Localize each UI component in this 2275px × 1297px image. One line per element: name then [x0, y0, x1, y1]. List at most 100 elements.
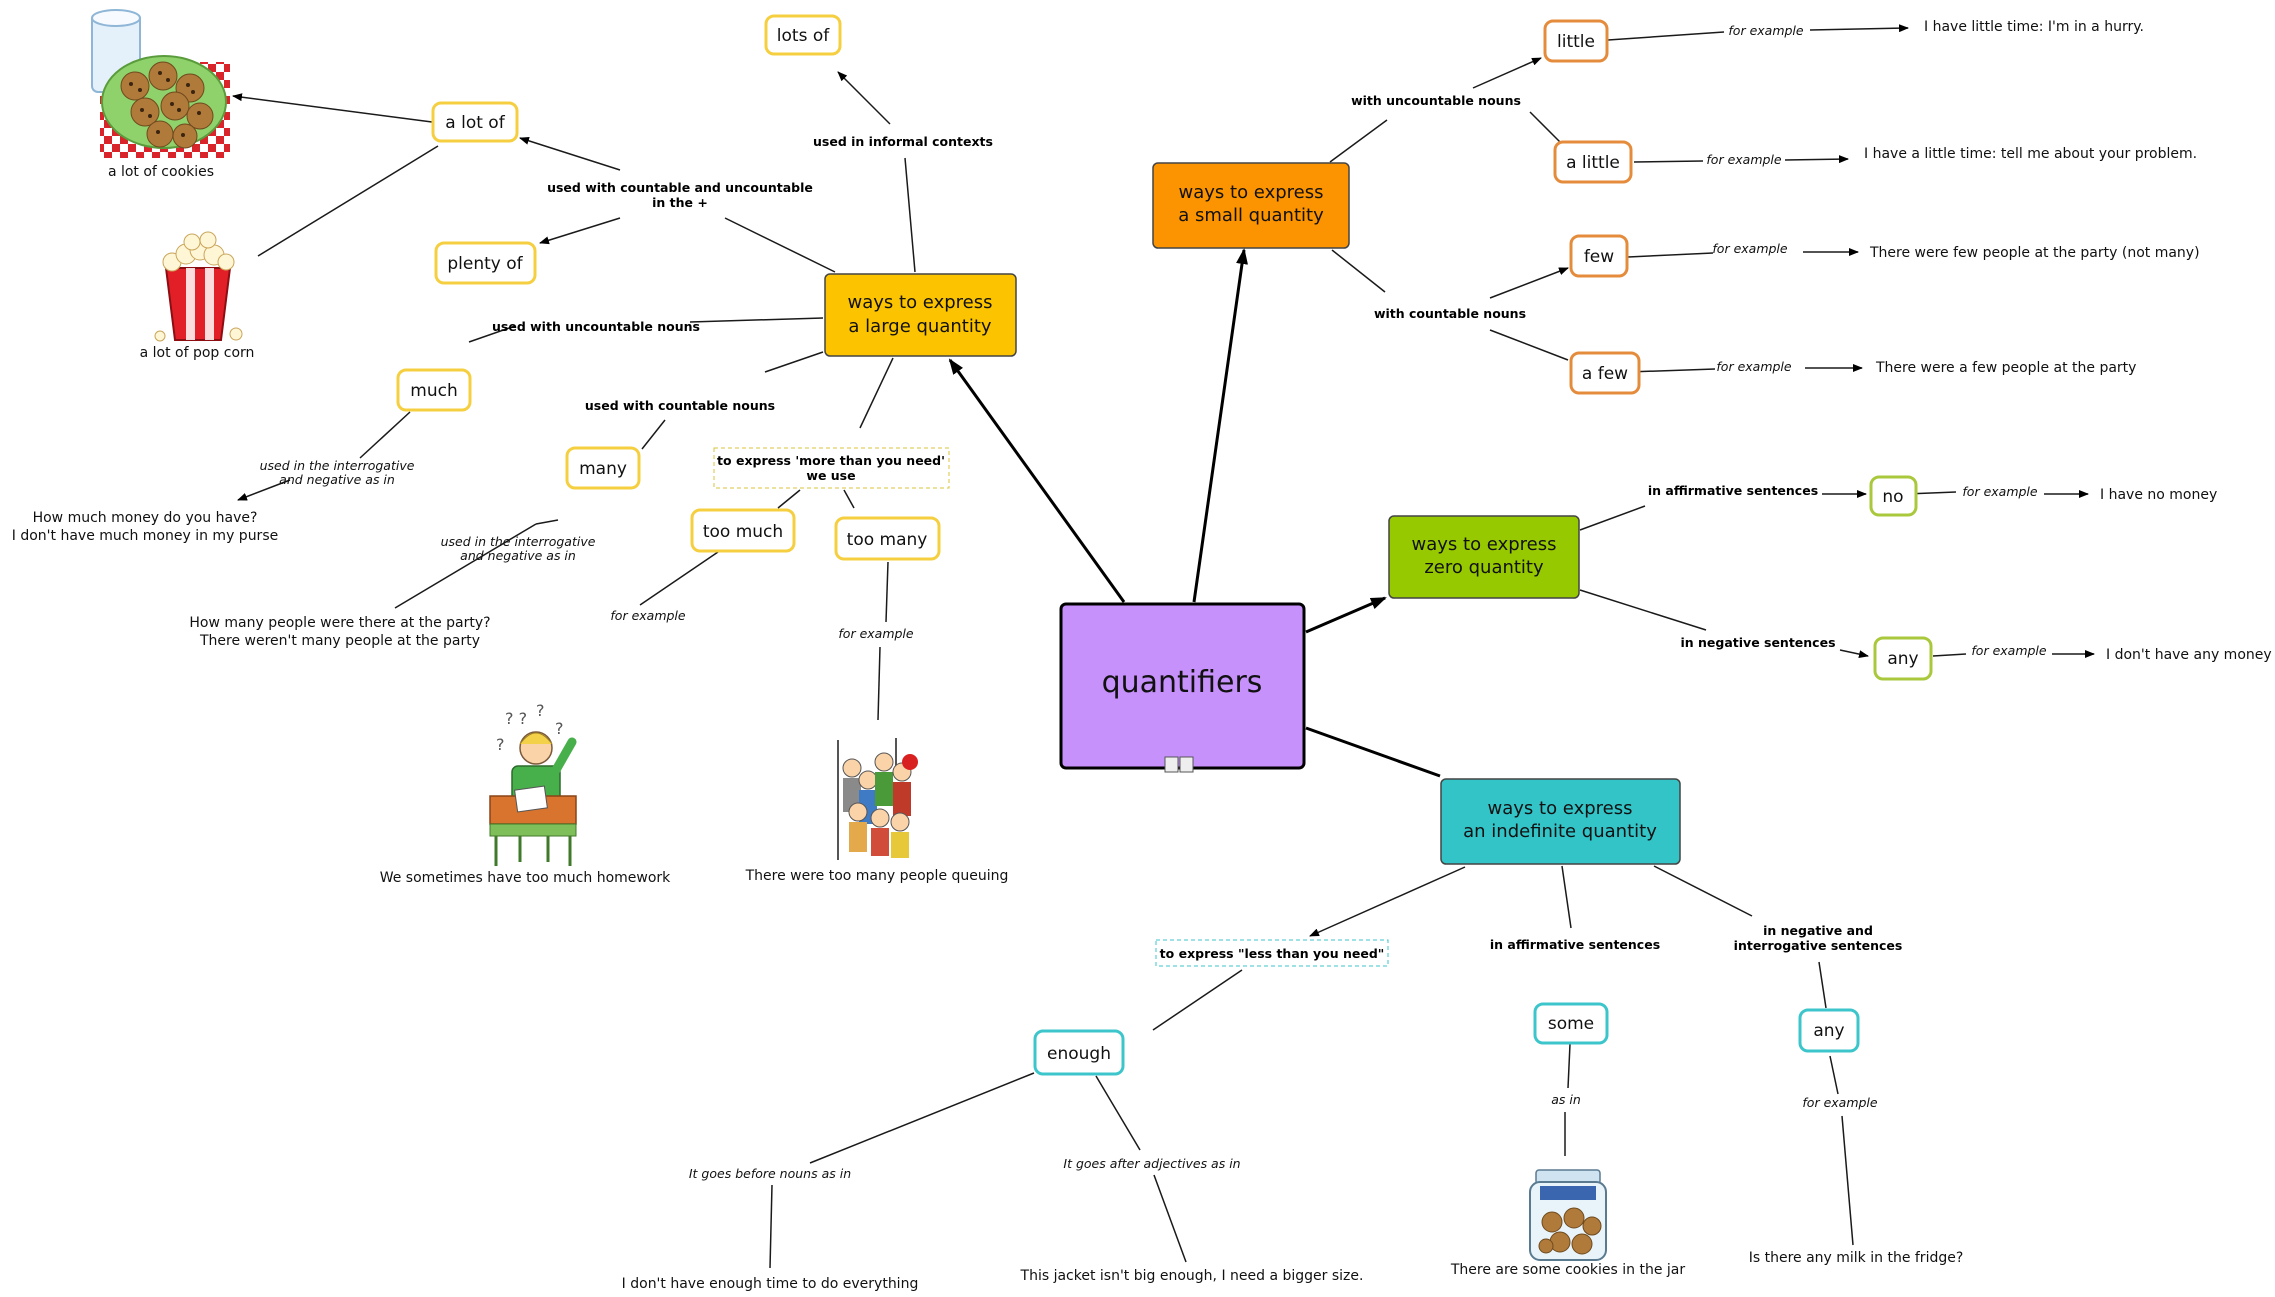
node-lots-of[interactable]: lots of [764, 14, 842, 56]
node-some[interactable]: some [1533, 1002, 1609, 1045]
branch-small-line1: ways to express [1179, 182, 1324, 203]
node-no-label: no [1882, 487, 1903, 507]
node-a-little-label: a little [1566, 153, 1620, 173]
label-for-example-too-much: for example [610, 608, 685, 623]
label-for-example-too-many: for example [838, 626, 913, 641]
label-countable-uncountable-1: used with countable and uncountable [547, 180, 813, 195]
sentence-cookies: a lot of cookies [108, 164, 214, 180]
node-many-label: many [579, 459, 627, 479]
svg-text:?: ? [496, 735, 505, 754]
node-little-label: little [1557, 32, 1595, 52]
branch-zero-quantity[interactable]: ways to express zero quantity [1388, 515, 1580, 599]
node-any-zero[interactable]: any [1873, 636, 1933, 681]
label-with-countable-small: with countable nouns [1374, 306, 1526, 321]
sentence-few: There were few people at the party (not … [1869, 245, 2200, 261]
sentence-enough-before: I don't have enough time to do everythin… [622, 1276, 919, 1292]
sentence-much-2: I don't have much money in my purse [12, 528, 278, 544]
queuing-people-illustration [837, 738, 918, 860]
node-many[interactable]: many [565, 446, 641, 490]
node-much[interactable]: much [396, 368, 472, 412]
svg-text:?: ? [555, 719, 564, 738]
node-a-lot-of-label: a lot of [445, 113, 505, 133]
node-few[interactable]: few [1569, 234, 1629, 278]
label-indef-negative-1: in negative and [1763, 923, 1873, 938]
label-interrog-many-2: and negative as in [460, 548, 576, 563]
sentence-little: I have little time: I'm in a hurry. [1924, 19, 2144, 35]
label-for-example-a-few: for example [1716, 359, 1791, 374]
branch-indefinite-line1: ways to express [1488, 798, 1633, 819]
node-too-many-label: too many [847, 530, 928, 550]
node-enough[interactable]: enough [1033, 1029, 1125, 1076]
label-for-example-any-zero: for example [1971, 643, 2046, 658]
label-in-negative-zero: in negative sentences [1680, 635, 1835, 650]
branch-large-line2: a large quantity [848, 316, 991, 337]
node-any-indefinite[interactable]: any [1798, 1008, 1860, 1053]
sentence-any-zero: I don't have any money [2106, 647, 2272, 663]
popcorn-illustration [154, 231, 243, 342]
label-with-countable-large: used with countable nouns [585, 398, 775, 413]
node-any-indefinite-label: any [1813, 1021, 1844, 1041]
sentence-homework: We sometimes have too much homework [380, 870, 671, 886]
center-node[interactable]: quantifiers [1059, 602, 1306, 773]
label-informal: used in informal contexts [813, 134, 993, 149]
confused-student-illustration: ? ? ? ? ? [489, 701, 577, 866]
connector-lines [232, 24, 2095, 1269]
node-some-label: some [1548, 1014, 1594, 1034]
example-sentences: a lot of cookies a lot of pop corn How m… [12, 19, 2272, 1292]
node-a-little[interactable]: a little [1553, 140, 1633, 184]
node-little[interactable]: little [1543, 19, 1609, 63]
branch-small-line2: a small quantity [1178, 205, 1324, 226]
cookies-illustration [91, 9, 230, 158]
label-countable-uncountable-2: in the + [652, 195, 708, 210]
node-a-few-label: a few [1582, 364, 1628, 384]
label-for-example-a-little: for example [1706, 152, 1781, 167]
sentence-popcorn: a lot of pop corn [140, 345, 255, 361]
label-more-than-2: we use [806, 468, 855, 483]
sentence-no: I have no money [2100, 487, 2217, 503]
node-any-zero-label: any [1887, 649, 1918, 669]
node-a-lot-of[interactable]: a lot of [431, 101, 519, 143]
node-too-many[interactable]: too many [834, 516, 941, 561]
branch-indefinite-quantity[interactable]: ways to express an indefinite quantity [1440, 778, 1681, 865]
label-before-nouns: It goes before nouns as in [689, 1166, 851, 1181]
node-a-few[interactable]: a few [1569, 351, 1641, 395]
label-more-than-1: to express 'more than you need' [717, 453, 945, 468]
sentence-some: There are some cookies in the jar [1450, 1262, 1685, 1278]
less-than-you-need-box [1155, 939, 1389, 967]
label-interrog-much-2: and negative as in [279, 472, 395, 487]
label-for-example-little: for example [1728, 23, 1803, 38]
branch-indefinite-line2: an indefinite quantity [1463, 821, 1657, 842]
sentence-many-1: How many people were there at the party? [189, 615, 490, 631]
branch-zero-line1: ways to express [1412, 534, 1557, 555]
branch-large-quantity[interactable]: ways to express a large quantity [824, 273, 1017, 357]
label-in-affirmative-zero: in affirmative sentences [1648, 483, 1818, 498]
sentence-any-indefinite: Is there any milk in the fridge? [1749, 1250, 1964, 1266]
label-as-in: as in [1551, 1092, 1581, 1107]
label-less-than: to express "less than you need" [1160, 946, 1385, 961]
node-plenty-of[interactable]: plenty of [434, 241, 537, 285]
node-much-label: much [410, 381, 457, 401]
sentence-much-1: How much money do you have? [33, 510, 258, 526]
link-labels: used in informal contexts used with coun… [260, 23, 2047, 1181]
label-indef-affirmative: in affirmative sentences [1490, 937, 1660, 952]
sentence-queuing: There were too many people queuing [745, 868, 1009, 884]
label-with-uncountable-small: with uncountable nouns [1351, 93, 1521, 108]
label-interrog-much-1: used in the interrogative [260, 458, 415, 473]
branch-large-line1: ways to express [848, 292, 993, 313]
sentence-many-2: There weren't many people at the party [199, 633, 480, 649]
label-for-example-no: for example [1962, 484, 2037, 499]
branch-zero-line2: zero quantity [1424, 557, 1544, 578]
cookie-jar-illustration [1529, 1169, 1607, 1261]
more-than-you-need-box [713, 447, 950, 489]
node-too-much[interactable]: too much [690, 508, 796, 553]
svg-text:? ?: ? ? [505, 709, 527, 728]
sentence-a-little: I have a little time: tell me about your… [1864, 146, 2197, 162]
attachment-icons [1164, 756, 1194, 773]
node-plenty-of-label: plenty of [447, 254, 523, 274]
branch-small-quantity[interactable]: ways to express a small quantity [1152, 162, 1350, 249]
label-for-example-any-indefinite: for example [1802, 1095, 1877, 1110]
center-label: quantifiers [1102, 665, 1263, 700]
node-no[interactable]: no [1869, 475, 1918, 517]
label-with-uncountable-large: used with uncountable nouns [492, 319, 700, 334]
